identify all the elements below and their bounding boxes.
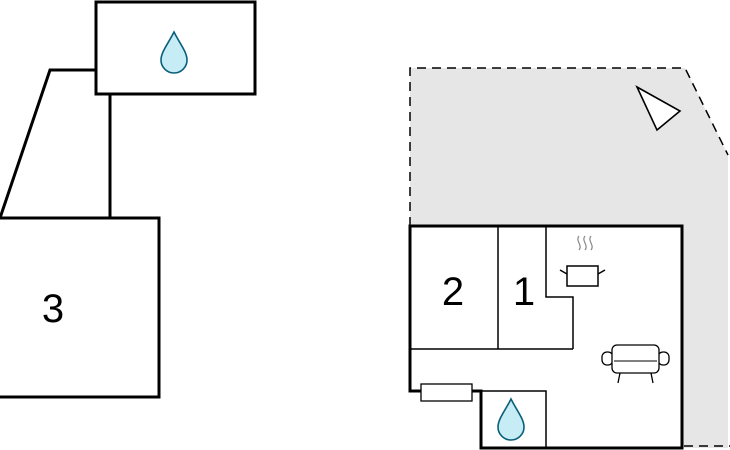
north-arrow-icon xyxy=(635,85,682,132)
room-2-label: 2 xyxy=(442,270,464,314)
sofa-icon xyxy=(601,344,670,384)
terrace-boundary xyxy=(409,67,729,226)
water-drop-icon xyxy=(160,30,188,74)
water-drop-icon xyxy=(497,397,525,441)
terrace xyxy=(410,68,728,448)
wall-room1-kitchen xyxy=(545,226,574,349)
room-3-label: 3 xyxy=(42,287,64,331)
radiator-icon xyxy=(420,383,473,402)
left-building: 3 xyxy=(0,0,257,399)
room-1-label: 1 xyxy=(513,270,535,314)
bathroom-wall xyxy=(481,390,547,448)
right-building: 2 1 xyxy=(408,67,730,450)
slanted-wall xyxy=(0,68,96,219)
main-house xyxy=(408,224,684,450)
cooking-pot-icon xyxy=(559,235,606,287)
room-3 xyxy=(0,216,161,399)
